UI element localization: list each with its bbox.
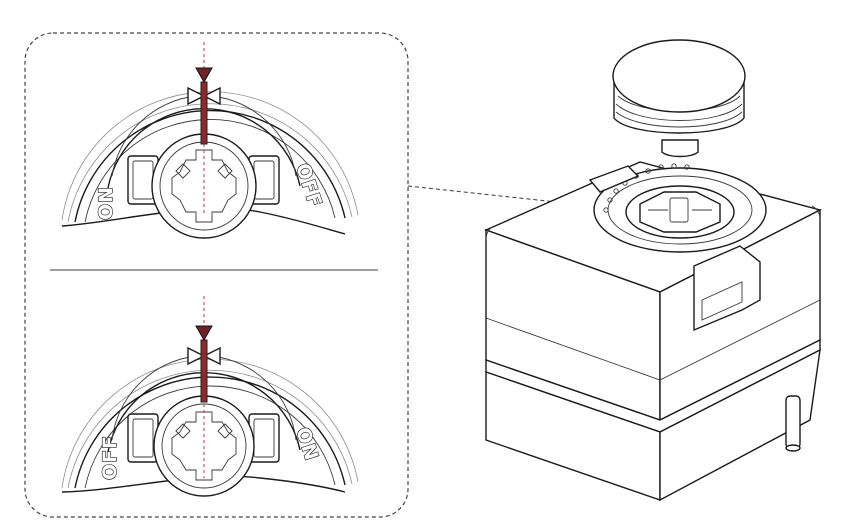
top-pointer-triangle: [195, 67, 213, 84]
actuator-device: [484, 39, 822, 502]
bottom-dial-view: OFF ON: [61, 296, 359, 497]
bottom-indicator-bar: [200, 339, 208, 403]
bottom-label-left: OFF: [99, 435, 121, 480]
top-indicator-bar: [200, 81, 208, 145]
top-label-left: ON: [95, 186, 117, 220]
bottom-label-right: ON: [291, 425, 322, 464]
callout-frame: [24, 32, 409, 518]
bottom-pointer-triangle: [195, 325, 213, 342]
top-label-right: OFF: [291, 161, 326, 211]
top-dial-view: ON OFF: [61, 42, 359, 239]
